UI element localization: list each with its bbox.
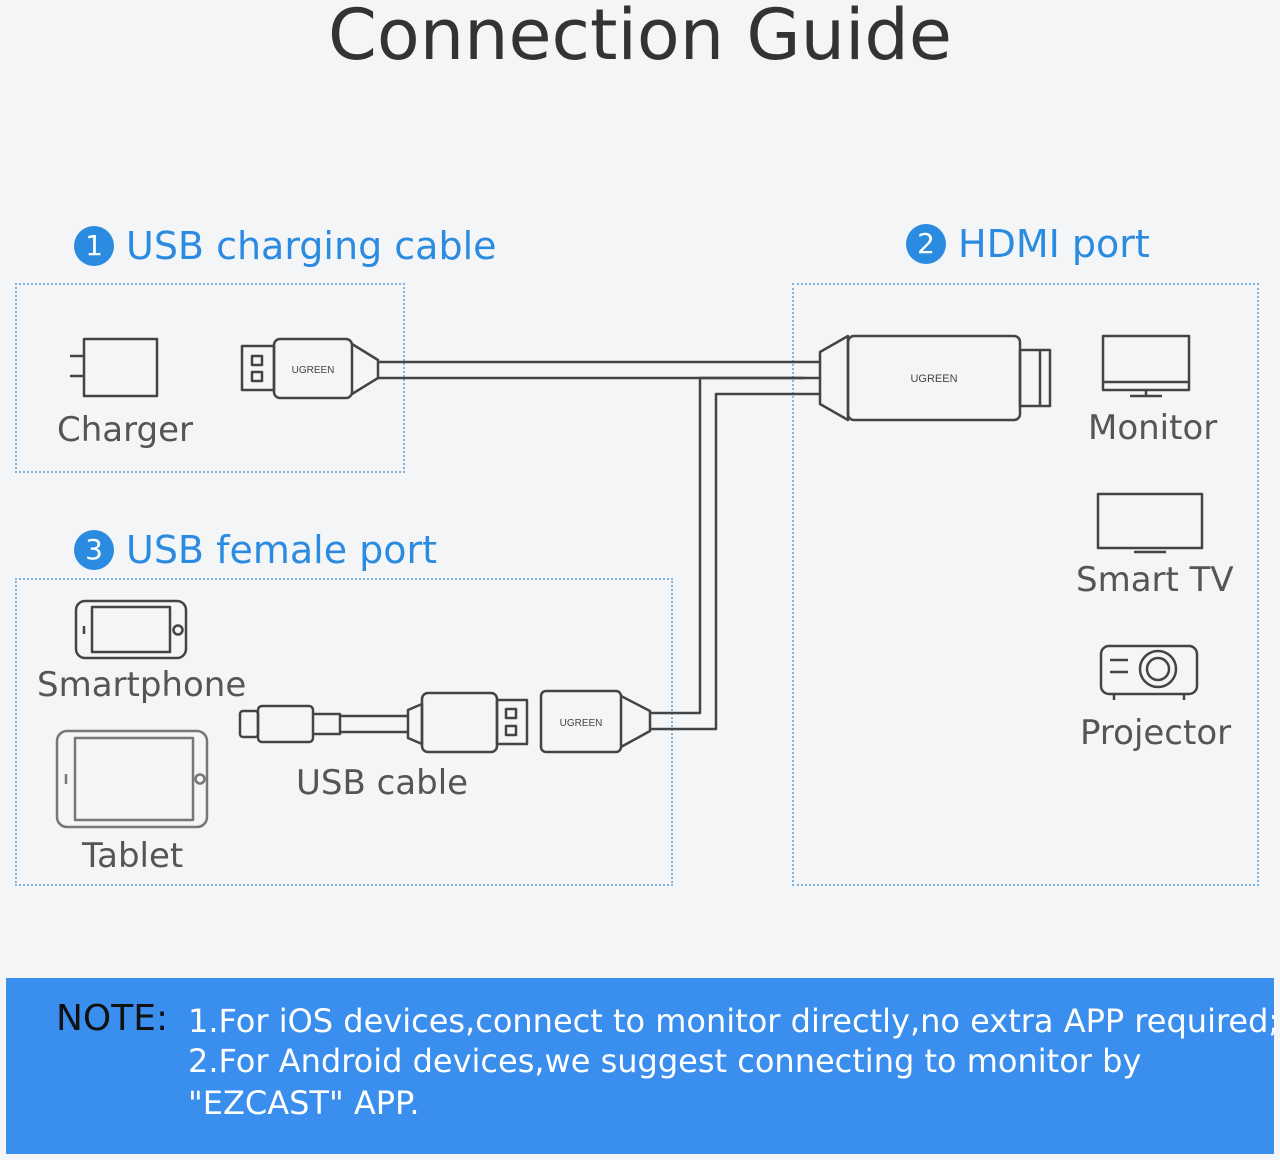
brand-text-hdmi: UGREEN	[910, 373, 957, 385]
note-line-3: "EZCAST" APP.	[188, 1084, 420, 1122]
step-number-3: 3	[74, 530, 114, 570]
usb-female-box	[15, 578, 673, 886]
section-title-usb-charging-label: USB charging cable	[126, 224, 497, 268]
usb-plug-icon	[240, 337, 380, 400]
section-title-usb-female: 3 USB female port	[74, 528, 437, 572]
smartphone-icon	[74, 599, 188, 660]
label-usb-cable: USB cable	[296, 763, 469, 803]
usb-cable-icon	[238, 691, 529, 754]
label-smartphone: Smartphone	[37, 665, 247, 705]
brand-text-female: UGREEN	[560, 718, 603, 729]
note-line-1: 1.For iOS devices,connect to monitor dir…	[188, 1002, 1280, 1040]
usb-female-port-icon	[539, 689, 652, 754]
monitor-icon	[1101, 334, 1191, 398]
note-label: NOTE:	[56, 998, 169, 1039]
page-title: Connection Guide	[328, 0, 952, 76]
step-number-1: 1	[74, 226, 114, 266]
smart-tv-icon	[1096, 492, 1204, 554]
section-title-hdmi: 2 HDMI port	[906, 222, 1150, 266]
label-smart-tv: Smart TV	[1076, 560, 1234, 600]
note-line-2: 2.For Android devices,we suggest connect…	[188, 1042, 1142, 1080]
hdmi-plug-icon	[818, 334, 1052, 422]
label-charger: Charger	[57, 410, 193, 450]
label-monitor: Monitor	[1088, 408, 1218, 448]
section-title-usb-female-label: USB female port	[126, 528, 438, 572]
projector-icon	[1099, 644, 1199, 700]
label-projector: Projector	[1080, 713, 1232, 753]
tablet-icon	[55, 729, 209, 829]
note-banner: NOTE: 1.For iOS devices,connect to monit…	[6, 978, 1279, 1154]
label-tablet: Tablet	[82, 836, 184, 876]
step-number-2: 2	[906, 224, 946, 264]
section-title-hdmi-label: HDMI port	[958, 222, 1150, 266]
charger-icon	[70, 337, 159, 398]
section-title-usb-charging: 1 USB charging cable	[74, 224, 497, 268]
hdmi-box	[792, 283, 1259, 886]
brand-text-usb: UGREEN	[292, 365, 335, 376]
